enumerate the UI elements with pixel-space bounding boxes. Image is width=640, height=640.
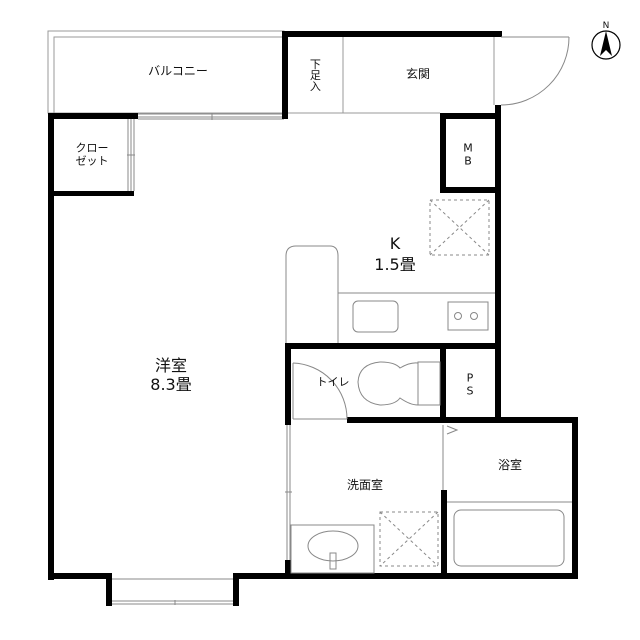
room-label-ps: P S <box>466 371 474 397</box>
closet-door <box>127 119 135 191</box>
western-room-door <box>285 425 292 560</box>
room-label-closet: クロー ゼット <box>75 141 109 167</box>
compass-label: N <box>602 20 610 31</box>
room-label-western-room-size: 8.3畳 <box>150 374 192 394</box>
room-label-entrance: 玄関 <box>405 67 431 82</box>
room-label-mb: M B <box>463 141 473 167</box>
washroom-fixtures <box>290 425 459 574</box>
walls <box>48 31 578 606</box>
room-label-shoe-box: 下足入 <box>308 58 322 92</box>
room-label-balcony: バルコニー <box>148 64 208 79</box>
kitchen-fixtures <box>285 199 495 343</box>
room-label-kitchen-name: K <box>389 233 401 253</box>
bathroom-fixtures <box>447 501 572 567</box>
bottom-window <box>112 578 233 605</box>
entrance-lines <box>288 37 495 114</box>
room-label-toilet: トイレ <box>316 375 350 389</box>
room-label-kitchen-size: 1.5畳 <box>374 254 416 274</box>
room-label-washroom: 洗面室 <box>346 478 384 493</box>
toilet-fixtures <box>292 361 441 420</box>
room-label-western-room-name: 洋室 <box>154 355 188 375</box>
compass-icon <box>591 30 621 60</box>
room-label-bathroom: 浴室 <box>497 458 523 473</box>
entrance-door <box>500 36 570 106</box>
balcony-window <box>138 113 284 120</box>
